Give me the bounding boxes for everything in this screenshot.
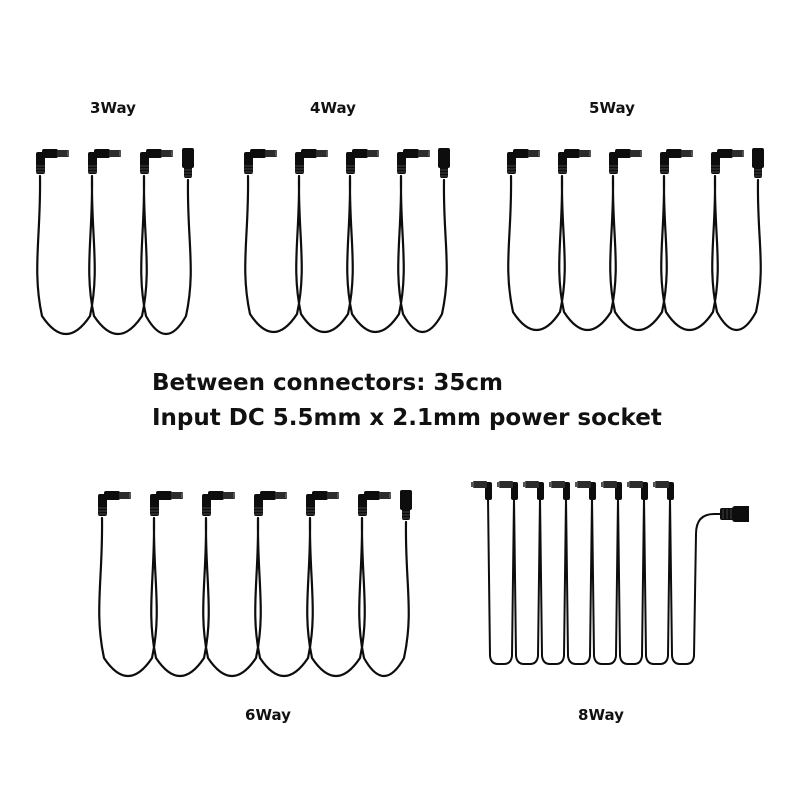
angled-plug xyxy=(471,481,492,500)
angled-plug xyxy=(711,149,744,174)
angled-plug xyxy=(523,481,544,500)
cable-wire xyxy=(507,174,762,331)
cable-3way-image xyxy=(32,140,212,340)
angled-plug xyxy=(627,481,648,500)
input-socket xyxy=(720,506,749,522)
caption-connector-spacing: Between connectors: 35cm xyxy=(152,370,504,396)
cable-wire xyxy=(487,497,722,665)
angled-plug xyxy=(558,149,591,174)
input-socket xyxy=(400,490,412,520)
angled-plug xyxy=(653,481,674,500)
angled-plug xyxy=(244,149,277,174)
cable-wire xyxy=(98,516,410,677)
angled-plug xyxy=(150,491,183,516)
label-6way: 6Way xyxy=(245,706,291,724)
angled-plug xyxy=(254,491,287,516)
label-3way: 3Way xyxy=(90,99,136,117)
angled-plug xyxy=(358,491,391,516)
angled-plug xyxy=(306,491,339,516)
angled-plug xyxy=(346,149,379,174)
angled-plug xyxy=(497,481,518,500)
angled-plug xyxy=(295,149,328,174)
input-socket xyxy=(438,148,450,178)
angled-plug xyxy=(140,149,173,174)
label-4way: 4Way xyxy=(310,99,356,117)
cable-4way-image xyxy=(240,140,465,340)
input-socket xyxy=(752,148,764,178)
angled-plug xyxy=(609,149,642,174)
angled-plug xyxy=(601,481,622,500)
input-socket xyxy=(182,148,194,178)
cable-6way-image xyxy=(94,482,429,682)
angled-plug xyxy=(397,149,430,174)
caption-input-socket: Input DC 5.5mm x 2.1mm power socket xyxy=(152,405,662,431)
angled-plug xyxy=(549,481,570,500)
label-8way: 8Way xyxy=(578,706,624,724)
cable-wire xyxy=(36,174,192,335)
angled-plug xyxy=(202,491,235,516)
angled-plug xyxy=(575,481,596,500)
angled-plug xyxy=(660,149,693,174)
angled-plug xyxy=(507,149,540,174)
cable-5way-image xyxy=(503,140,778,340)
cable-wire xyxy=(244,174,448,333)
angled-plug xyxy=(88,149,121,174)
angled-plug xyxy=(36,149,69,174)
cable-8way-image xyxy=(464,474,749,679)
label-5way: 5Way xyxy=(589,99,635,117)
angled-plug xyxy=(98,491,131,516)
